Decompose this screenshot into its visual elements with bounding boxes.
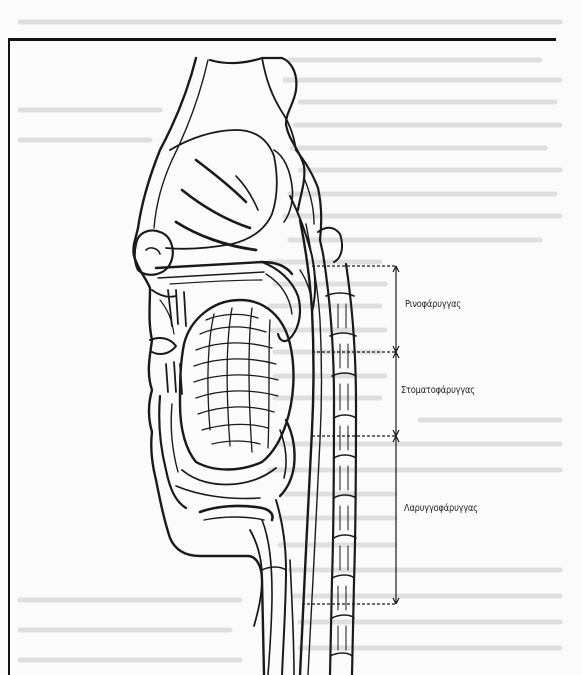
lips: [150, 338, 176, 354]
vertebral-texture: [338, 304, 348, 650]
face-profile-outline: [133, 58, 264, 675]
upper-lip: [152, 290, 176, 297]
tongue: [180, 300, 293, 470]
nasopharynx-label: Ρινοφάρυγγας: [405, 299, 461, 310]
soft-palate: [262, 262, 300, 341]
tongue-muscle-fibers: [194, 308, 278, 452]
hyoid-bone: [200, 506, 273, 520]
larynx: [276, 500, 286, 675]
oropharynx-label: Στοματοφάρυγγας: [401, 385, 475, 396]
laryngopharynx-label: Λαρυγγοφάρυγγας: [404, 503, 478, 514]
floor-of-mouth: [176, 486, 260, 499]
thyroid-cartilage: [250, 530, 262, 626]
region-brackets: [302, 266, 399, 604]
esophagus: [290, 560, 294, 675]
mandible: [159, 396, 186, 508]
nostril: [146, 248, 160, 254]
superior-turbinate: [196, 160, 246, 202]
vertebral-column-anterior: [324, 260, 334, 675]
vocal-fold: [262, 567, 286, 570]
hard-palate: [156, 262, 292, 274]
